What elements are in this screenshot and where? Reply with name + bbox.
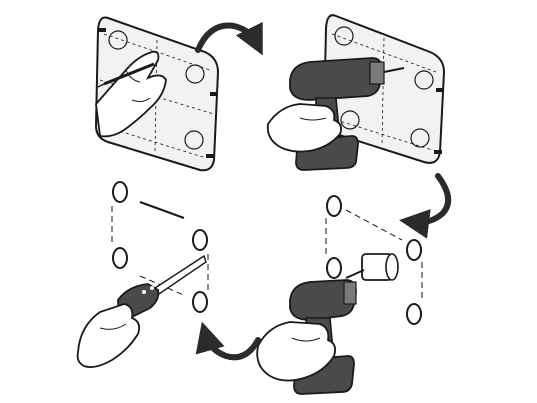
step-1-mark-template — [94, 16, 220, 172]
pencil-icon — [97, 62, 155, 88]
hole-saw-icon — [345, 253, 399, 281]
step-2-drill-corners — [266, 14, 446, 171]
arrow-step-1-to-2 — [195, 21, 263, 56]
template-sheet-icon — [322, 14, 446, 164]
gloved-hand-icon — [256, 321, 337, 382]
arrow-step-2-to-3 — [399, 173, 451, 239]
arrow-step-3-to-4 — [195, 321, 261, 361]
step-4-saw-cut-lines — [76, 181, 209, 369]
gloved-hand-icon — [76, 303, 141, 369]
gloved-hand-icon — [266, 103, 343, 153]
gloved-hand-icon — [95, 50, 167, 138]
step-3-cut-holes — [256, 195, 423, 395]
hole-layout — [325, 195, 423, 325]
